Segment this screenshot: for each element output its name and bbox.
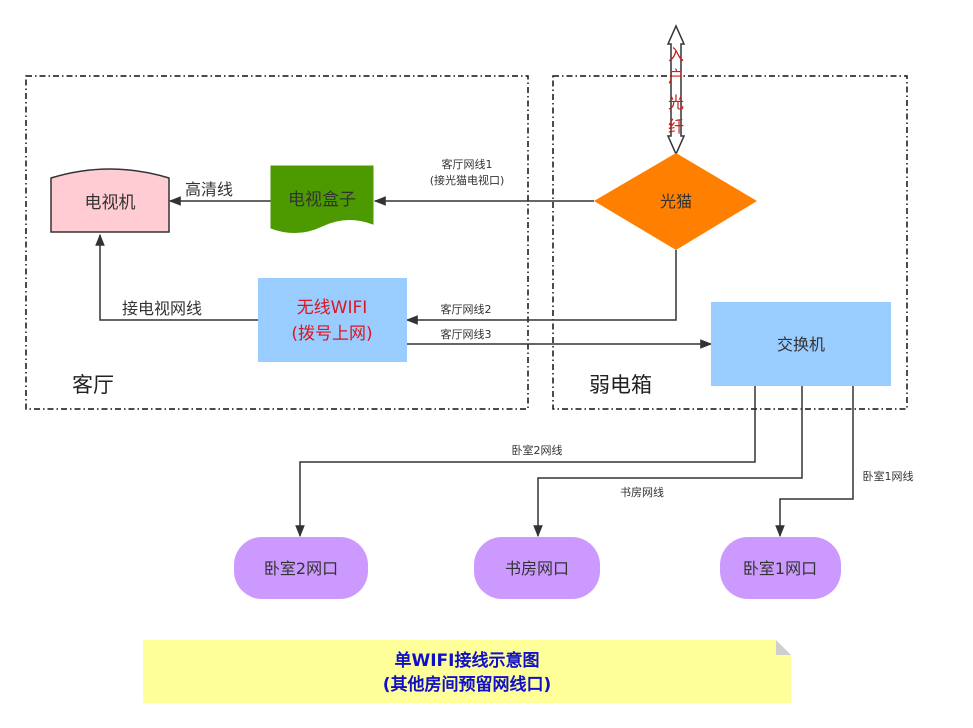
- study-port: [474, 537, 600, 599]
- router-sublabel: (拨号上网): [291, 324, 372, 344]
- living-room-zone: [25, 75, 529, 410]
- router-box: [258, 278, 407, 362]
- tv-shape: [50, 168, 170, 233]
- study-cable-label: 书房网线: [620, 485, 664, 499]
- switch-label: 交换机: [777, 335, 825, 354]
- living-cable2-label: 客厅网线2: [441, 302, 492, 316]
- weak-box-zone: [552, 75, 908, 410]
- fiber-label-char-3: 光: [668, 93, 684, 112]
- living-room-label: 客厅: [72, 373, 114, 397]
- bedroom1-cable-label: 卧室1网线: [863, 469, 914, 483]
- bedroom2-port: [234, 537, 368, 599]
- tv-box-shape: [270, 165, 374, 233]
- note-title: 单WIFI接线示意图: [394, 650, 539, 671]
- edge-router-to-tv: [95, 233, 258, 321]
- modem-diamond: [594, 153, 757, 250]
- living-cable1-label: 客厅网线1: [442, 157, 493, 171]
- bedroom1-port: [720, 537, 841, 599]
- hdmi-label: 高清线: [185, 180, 233, 199]
- bedroom2-port-label: 卧室2网口: [264, 559, 338, 578]
- bedroom1-port-label: 卧室1网口: [743, 559, 817, 578]
- modem-label: 光猫: [660, 192, 692, 211]
- tv-cable-label: 接电视网线: [122, 299, 202, 318]
- fiber-label-char-2: 户: [668, 67, 684, 86]
- weak-box-label: 弱电箱: [589, 373, 652, 397]
- edge-switch-to-bedroom1: [775, 386, 854, 538]
- edge-modem-to-router: [405, 250, 677, 325]
- living-cable1-sublabel: (接光猫电视口): [430, 173, 505, 187]
- bedroom2-cable-label: 卧室2网线: [512, 443, 563, 457]
- tv-box-label: 电视盒子: [288, 190, 356, 210]
- note-fold: [776, 640, 791, 655]
- edge-switch-to-bedroom2: [295, 386, 756, 538]
- note-subtitle: (其他房间预留网线口): [383, 674, 552, 695]
- edge-switch-to-study: [533, 386, 803, 538]
- living-cable3-label: 客厅网线3: [441, 327, 492, 341]
- fiber-label-char-1: 入: [668, 45, 684, 64]
- note-shape: [143, 640, 791, 703]
- fiber-label-char-4: 纤: [668, 117, 684, 136]
- router-label: 无线WIFI: [297, 298, 368, 318]
- tv-label: 电视机: [85, 193, 136, 213]
- fiber-double-arrow: [666, 24, 686, 156]
- switch-box: [711, 302, 891, 386]
- study-port-label: 书房网口: [505, 559, 569, 578]
